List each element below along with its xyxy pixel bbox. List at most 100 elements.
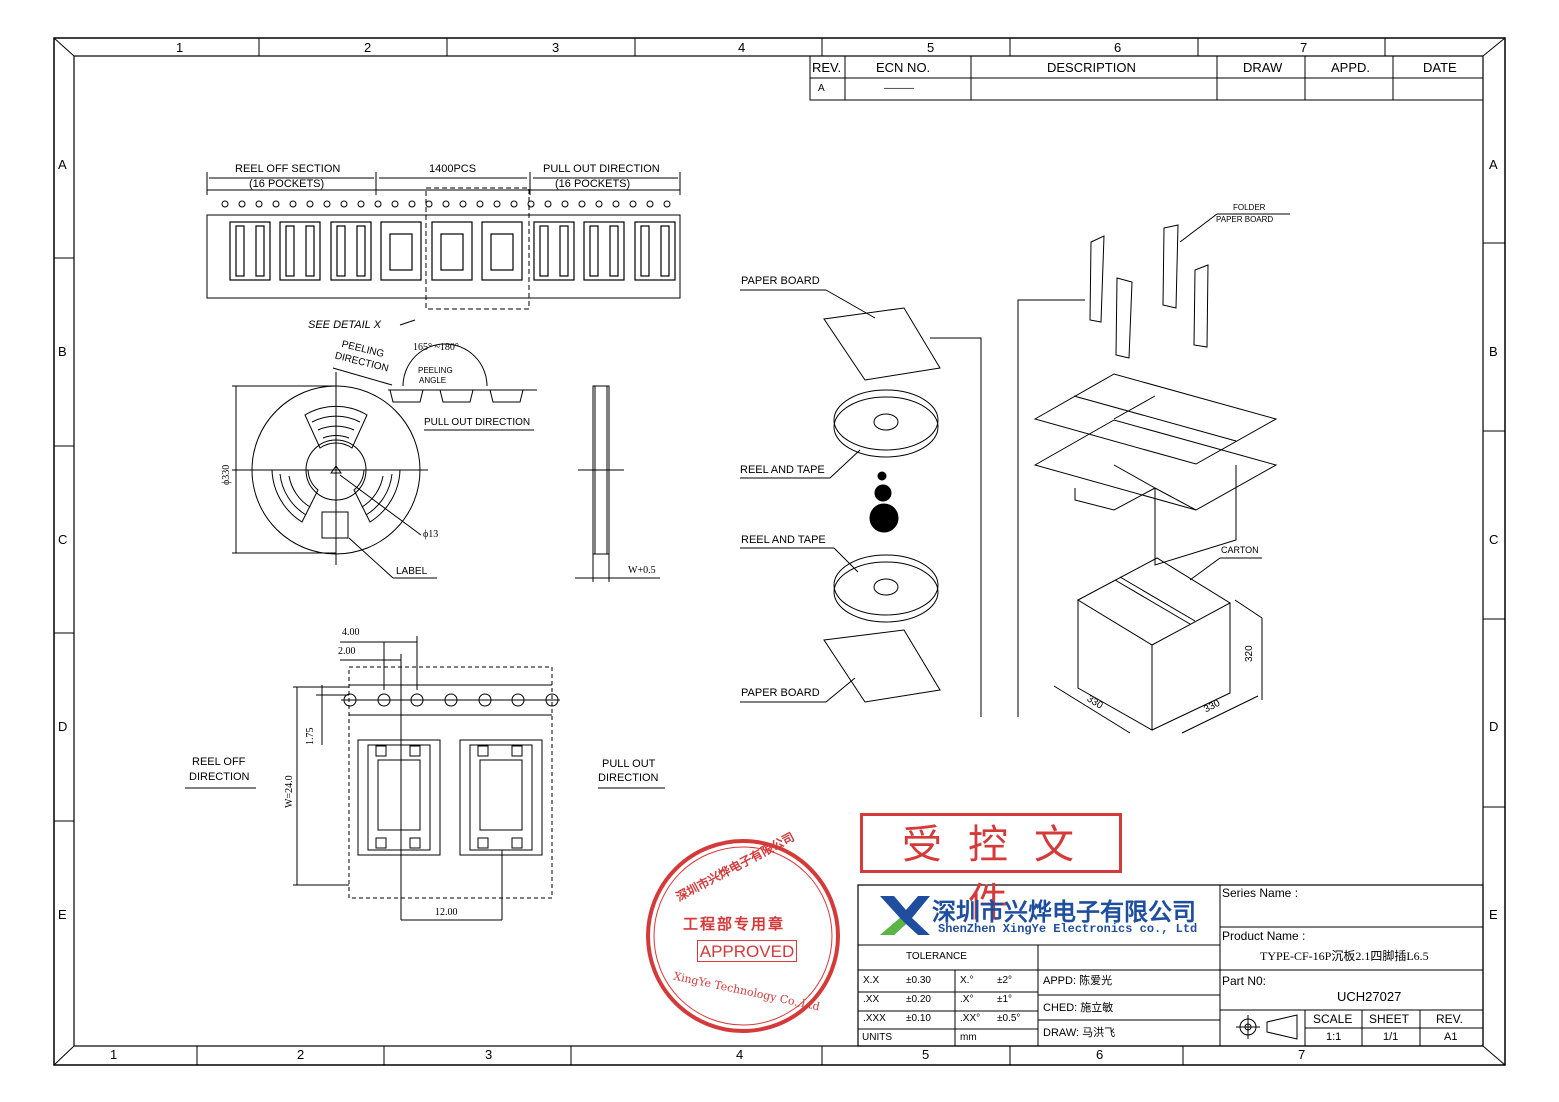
zone-right-A: A: [1489, 157, 1498, 172]
zone-top-2: 2: [364, 40, 372, 55]
sheet-value: 1/1: [1383, 1031, 1399, 1043]
folder-label: FOLDER: [1233, 203, 1266, 212]
zone-right-E: E: [1489, 907, 1498, 922]
checked-by: CHED: 施立敏: [1043, 1002, 1114, 1014]
zone-bottom-4: 4: [736, 1047, 744, 1062]
reel-pull-out-label: PULL OUT DIRECTION: [424, 417, 531, 428]
reel-off-label: REEL OFF: [192, 756, 246, 768]
rev-header: REV.: [812, 60, 842, 75]
approval-seal: [646, 839, 840, 1033]
part-no-label: Part N0:: [1222, 974, 1267, 988]
tol-linear-3: .XXX: [863, 1013, 886, 1024]
scale-value: 1:1: [1326, 1031, 1342, 1043]
product-name-value: TYPE-CF-16P沉板2.1四脚插L6.5: [1260, 949, 1429, 963]
reel-width-dim: W+0.5: [628, 565, 656, 576]
carton-height-dim: 320: [1244, 645, 1255, 662]
seal-department-text: 工程部专用章: [683, 915, 786, 933]
zone-bottom-7: 7: [1298, 1047, 1306, 1062]
part-no-value: UCH27027: [1337, 989, 1402, 1004]
half-pitch-dim: 2.00: [338, 646, 356, 657]
company-name-cn: 深圳市兴烨电子有限公司: [932, 898, 1196, 926]
pull-out-direction-label: DIRECTION: [598, 772, 659, 784]
paper-board-bottom-label: PAPER BOARD: [741, 687, 820, 699]
see-detail-label: SEE DETAIL X: [308, 319, 381, 331]
zone-bottom-5: 5: [922, 1047, 930, 1062]
pull-out-pockets-label: (16 POCKETS): [555, 178, 631, 190]
quantity-label: 1400PCS: [429, 163, 477, 175]
reel-off-section-label: REEL OFF SECTION: [235, 163, 341, 175]
approved-by: APPD: 陈爱光: [1043, 975, 1113, 987]
reel-off-direction-label: DIRECTION: [189, 771, 250, 783]
company-name-en: ShenZhen XingYe Electronics co., Ltd: [938, 922, 1198, 936]
scale-label: SCALE: [1313, 1012, 1353, 1026]
zone-top-4: 4: [738, 40, 746, 55]
tol-angle-3-value: ±0.5°: [997, 1013, 1021, 1024]
rev-value-block: A1: [1444, 1031, 1458, 1043]
controlled-document-stamp: 受控文件: [860, 813, 1122, 926]
sheet-label: SHEET: [1369, 1012, 1410, 1026]
paper-board-top-label: PAPER BOARD: [741, 275, 820, 287]
logo-mark: [880, 896, 930, 935]
tol-angle-1: X.°: [960, 975, 974, 986]
ecn-header: ECN NO.: [876, 60, 931, 75]
hole-offset-dim: 1.75: [305, 727, 316, 746]
appd-header: APPD.: [1331, 60, 1371, 75]
zone-top-7: 7: [1300, 40, 1308, 55]
rev-label: REV.: [1436, 1012, 1463, 1026]
reel-off-pockets-label: (16 POCKETS): [249, 178, 325, 190]
reel-diameter-dim: ϕ330: [221, 464, 232, 485]
pitch-dim: 4.00: [342, 627, 360, 638]
zone-top-1: 1: [176, 40, 184, 55]
peeling-angle-label-1: PEELING: [418, 366, 453, 375]
tol-angle-1-value: ±2°: [997, 975, 1013, 986]
peeling-angle-value: 165° ~180°: [413, 342, 459, 353]
pocket-pitch-dim: 12.00: [435, 907, 458, 918]
zone-left-C: C: [58, 532, 68, 547]
series-name-label: Series Name :: [1222, 886, 1299, 900]
zone-left-D: D: [58, 719, 68, 734]
draw-header: DRAW: [1243, 60, 1283, 75]
tol-linear-1: X.X: [863, 975, 880, 986]
carton-label: CARTON: [1221, 545, 1259, 555]
zone-top-5: 5: [927, 40, 935, 55]
ecn-value: ———: [884, 83, 914, 94]
zone-right-B: B: [1489, 344, 1498, 359]
tape-width-dim: W=24.0: [284, 775, 295, 808]
tol-linear-2: .XX: [863, 994, 880, 1005]
zone-top-3: 3: [552, 40, 560, 55]
zone-right-D: D: [1489, 719, 1499, 734]
peeling-angle-label-2: ANGLE: [419, 376, 447, 385]
hub-diameter-dim: ϕ13: [423, 529, 439, 540]
pull-out-label: PULL OUT: [602, 758, 656, 770]
zone-left-A: A: [58, 157, 67, 172]
zone-right-C: C: [1489, 532, 1499, 547]
tol-linear-2-value: ±0.20: [906, 994, 931, 1005]
folder-paper-board-label: PAPER BOARD: [1216, 215, 1274, 224]
tol-linear-1-value: ±0.30: [906, 975, 931, 986]
tolerance-label: TOLERANCE: [906, 951, 967, 962]
tol-angle-2-value: ±1°: [997, 994, 1013, 1005]
approved-seal: APPROVED: [697, 940, 797, 962]
tol-angle-3: .XX°: [960, 1013, 981, 1024]
label-callout: LABEL: [396, 566, 428, 577]
zone-left-B: B: [58, 344, 67, 359]
units-label: UNITS: [862, 1032, 892, 1043]
product-name-label: Product Name :: [1222, 929, 1306, 943]
zone-bottom-3: 3: [485, 1047, 493, 1062]
zone-left-E: E: [58, 907, 67, 922]
tol-linear-3-value: ±0.10: [906, 1013, 931, 1024]
zone-bottom-1: 1: [110, 1047, 118, 1062]
drawn-by: DRAW: 马洪飞: [1043, 1027, 1116, 1039]
description-header: DESCRIPTION: [1047, 60, 1136, 75]
reel-tape-label-2: REEL AND TAPE: [741, 534, 826, 546]
zone-top-6: 6: [1114, 40, 1122, 55]
date-header: DATE: [1423, 60, 1457, 75]
units-value: mm: [960, 1032, 977, 1043]
zone-bottom-6: 6: [1096, 1047, 1104, 1062]
tol-angle-2: .X°: [960, 994, 974, 1005]
rev-value: A: [818, 83, 825, 94]
reel-tape-label-1: REEL AND TAPE: [740, 464, 825, 476]
zone-bottom-2: 2: [297, 1047, 305, 1062]
